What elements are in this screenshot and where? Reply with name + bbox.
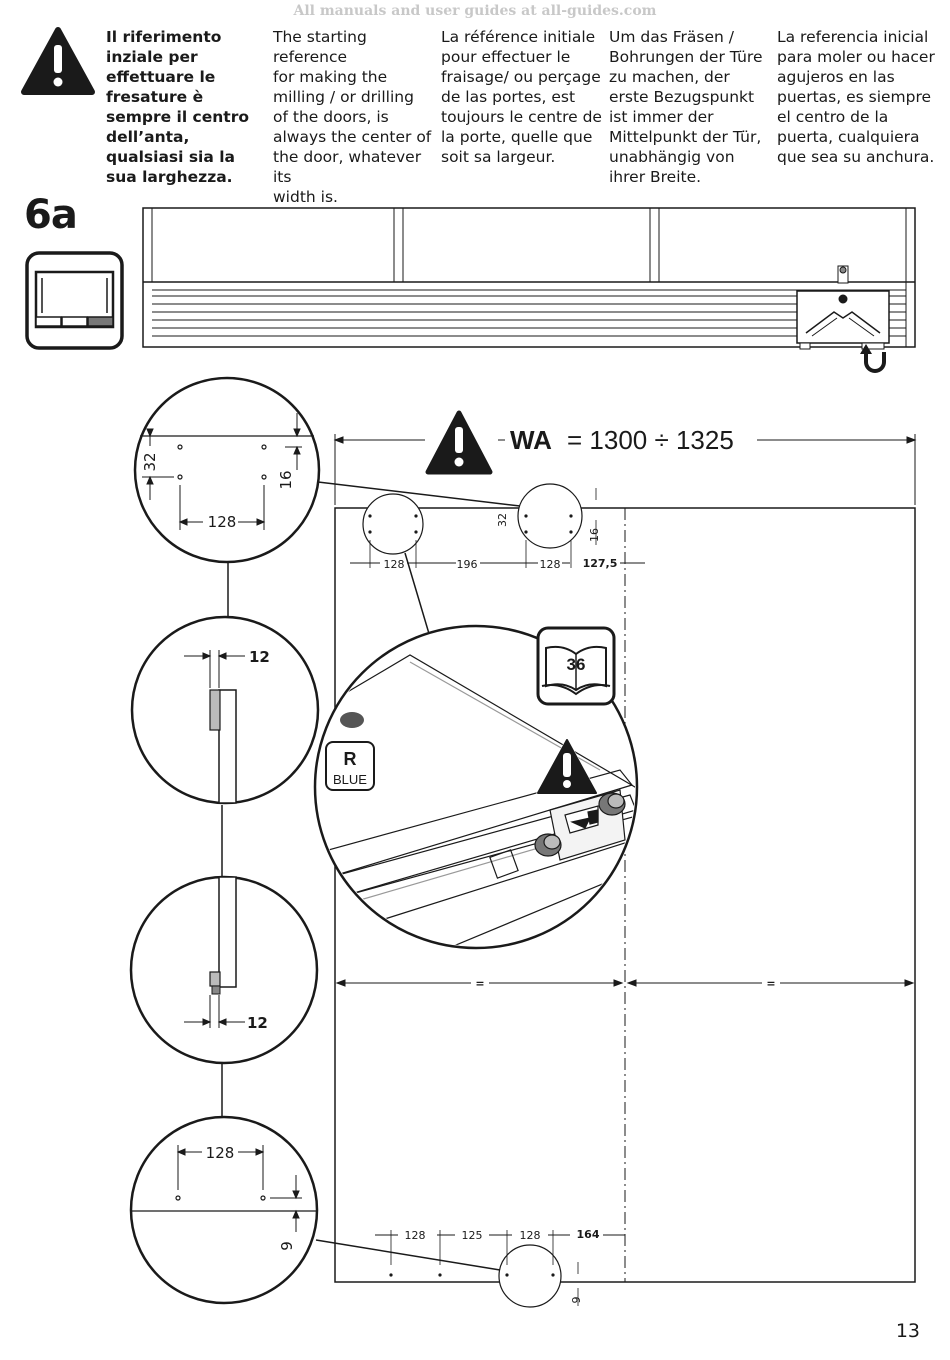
door-panel [334, 507, 916, 1283]
dim-196: 196 [457, 558, 478, 571]
equal-dimension [335, 979, 915, 987]
dim-128-detail-bottom: 128 [206, 1144, 235, 1162]
instruction-german: Um das Fräsen / Bohrungen der Türe zu ma… [609, 28, 763, 186]
dim-128-d: 128 [520, 1229, 541, 1242]
cabinet-icon [25, 251, 124, 350]
warning-icon [21, 27, 95, 95]
wa-dimension [333, 434, 917, 505]
dim-16-small: 16 [588, 528, 601, 542]
detail-circle-side-top: 12 [130, 615, 320, 805]
instruction-spanish: La referencia inicial para moler ou hace… [777, 28, 935, 166]
warning-icon [425, 410, 493, 475]
badge-letter: R [344, 749, 357, 769]
dim-164: 164 [577, 1228, 600, 1241]
equal-label-left: = [475, 977, 484, 990]
instruction-italian: Il riferimento inziale per effettuare le… [106, 28, 249, 186]
detail-circle-holes-top: 128 32 16 [133, 376, 321, 564]
book-icon [536, 626, 616, 706]
dim-12-top: 12 [249, 648, 270, 666]
wa-range: = 1300 ÷ 1325 [567, 425, 734, 455]
dim-128-c: 128 [405, 1229, 426, 1242]
bottom-hole-pattern [375, 1230, 625, 1308]
color-badge [325, 741, 375, 791]
instruction-english: The starting reference for making the mi… [273, 28, 432, 206]
wa-label: WA [510, 425, 552, 455]
dim-125: 125 [462, 1229, 483, 1242]
dim-128-detail-top: 128 [208, 513, 237, 531]
equal-label-right: = [766, 977, 775, 990]
dim-12-bottom: 12 [247, 1014, 268, 1032]
dim-127-5: 127,5 [583, 557, 618, 570]
rotate-arrow-icon [860, 344, 886, 373]
watermark: All manuals and user guides at all-guide… [293, 3, 657, 19]
top-hole-pattern [350, 483, 645, 568]
badge-color-name: BLUE [333, 772, 367, 787]
detail-circle-holes-bottom: 128 9 [129, 1115, 319, 1305]
dim-128-a: 128 [384, 558, 405, 571]
book-ref-number: 36 [567, 655, 586, 674]
detail-circle-side-bottom: 12 [129, 875, 319, 1065]
warning-icon [536, 738, 598, 795]
dim-16-detail: 16 [277, 470, 295, 489]
leader-lines [221, 481, 521, 1271]
cabinet-front-drawing [142, 207, 916, 350]
instruction-french: La référence initiale pour effectuer le … [441, 28, 602, 166]
dim-9-small: 9 [570, 1297, 583, 1304]
dim-128-b: 128 [540, 558, 561, 571]
dim-32-detail: 32 [141, 452, 159, 471]
page-number: 13 [895, 1320, 920, 1342]
dim-32-small: 32 [496, 513, 509, 527]
step-label: 6a [24, 192, 78, 238]
dim-9-detail: 9 [278, 1241, 296, 1251]
